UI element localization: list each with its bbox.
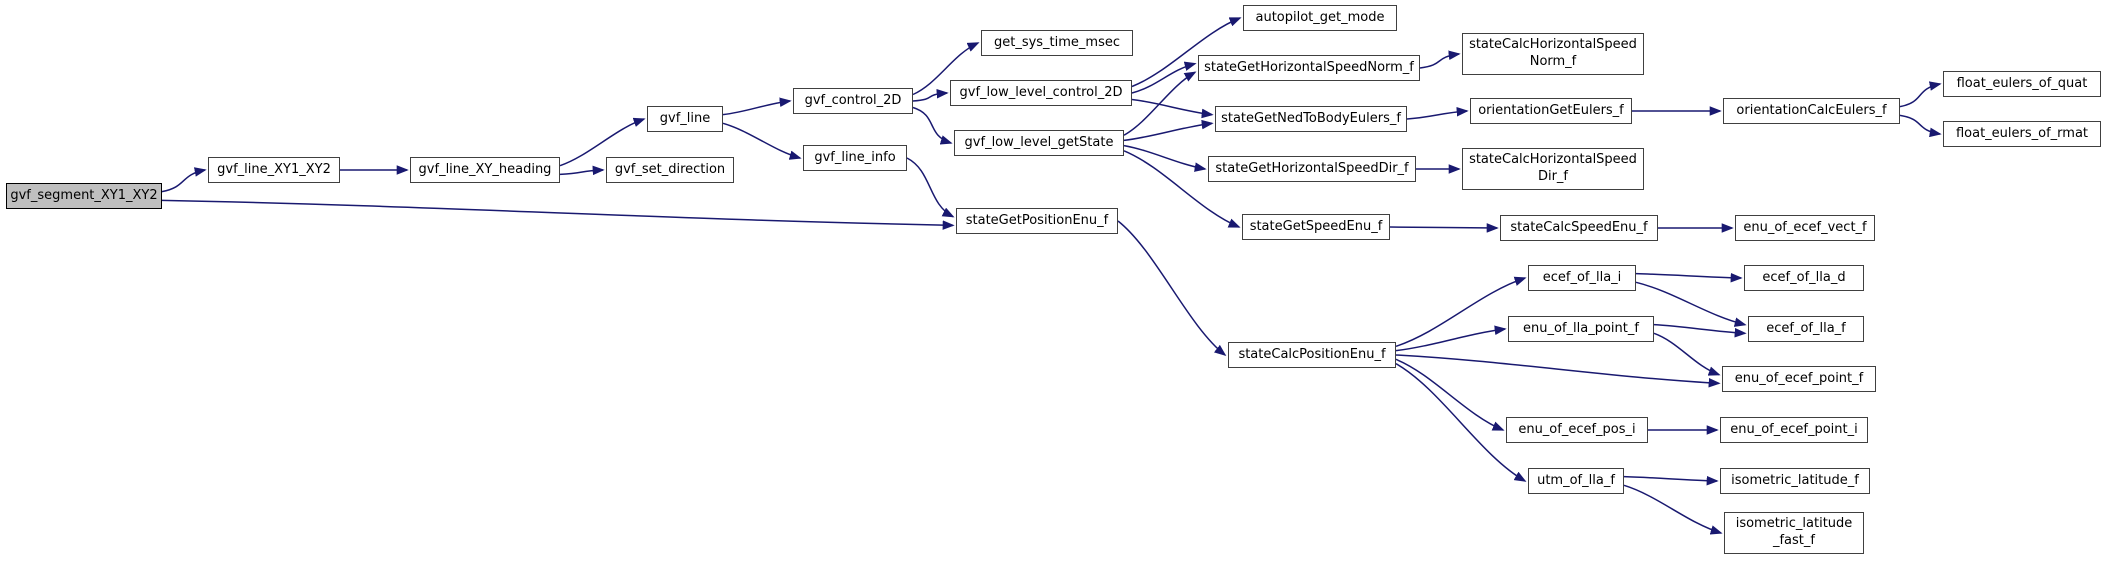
edge-gvf_low_level_getState-to-stateGetNedToBodyEulers_f <box>1123 119 1214 142</box>
node-gvf_line_XY_heading[interactable]: gvf_line_XY_heading <box>410 157 560 183</box>
node-enu_of_ecef_pos_i[interactable]: enu_of_ecef_pos_i <box>1506 417 1648 443</box>
edge-gvf_segment_XY1_XY2-to-stateGetPositionEnu_f <box>161 199 955 230</box>
node-autopilot_get_mode[interactable]: autopilot_get_mode <box>1243 5 1397 31</box>
node-gvf_low_level_control_2D[interactable]: gvf_low_level_control_2D <box>950 80 1132 106</box>
node-stateGetHorizontalSpeedDir_f[interactable]: stateGetHorizontalSpeedDir_f <box>1208 156 1416 182</box>
node-stateCalcSpeedEnu_f[interactable]: stateCalcSpeedEnu_f <box>1500 215 1658 241</box>
edge-utm_of_lla_f-to-isometric_latitude_f <box>1623 475 1719 486</box>
edge-orientationCalcEulers_f-to-float_eulers_of_quat <box>1899 81 1942 108</box>
node-stateCalcHorizontalSpeedDir_f[interactable]: stateCalcHorizontalSpeed Dir_f <box>1462 148 1644 190</box>
edge-gvf_line_XY_heading-to-gvf_set_direction <box>559 165 605 176</box>
node-get_sys_time_msec[interactable]: get_sys_time_msec <box>981 30 1133 56</box>
edge-gvf_low_level_control_2D-to-stateGetNedToBodyEulers_f <box>1131 98 1214 119</box>
edge-enu_of_lla_point_f-to-ecef_of_lla_f <box>1653 323 1747 338</box>
edge-gvf_line_XY_heading-to-gvf_line <box>559 117 646 167</box>
edge-orientationCalcEulers_f-to-float_eulers_of_rmat <box>1899 114 1942 138</box>
node-ecef_of_lla_i[interactable]: ecef_of_lla_i <box>1528 265 1636 291</box>
node-isometric_latitude_fast_f[interactable]: isometric_latitude _fast_f <box>1724 512 1864 554</box>
edge-gvf_low_level_getState-to-stateGetSpeedEnu_f <box>1123 150 1241 228</box>
edge-stateCalcPositionEnu_f-to-enu_of_ecef_pos_i <box>1395 358 1505 431</box>
edge-gvf_control_2D-to-gvf_low_level_getState <box>912 106 953 145</box>
node-float_eulers_of_rmat[interactable]: float_eulers_of_rmat <box>1943 121 2101 147</box>
edge-gvf_line-to-gvf_control_2D <box>722 97 792 116</box>
edge-stateGetNedToBodyEulers_f-to-orientationGetEulers_f <box>1406 106 1469 120</box>
edge-stateCalcPositionEnu_f-to-enu_of_lla_point_f <box>1395 325 1507 352</box>
edge-stateGetHorizontalSpeedNorm_f-to-stateCalcHorizontalSpeedNorm_f <box>1419 50 1461 69</box>
node-gvf_control_2D[interactable]: gvf_control_2D <box>793 88 913 114</box>
edge-stateGetSpeedEnu_f-to-stateCalcSpeedEnu_f <box>1389 223 1499 233</box>
node-isometric_latitude_f[interactable]: isometric_latitude_f <box>1720 468 1870 494</box>
edge-ecef_of_lla_i-to-ecef_of_lla_f <box>1635 281 1747 327</box>
edge-stateCalcPositionEnu_f-to-ecef_of_lla_i <box>1395 276 1527 348</box>
node-gvf_low_level_getState[interactable]: gvf_low_level_getState <box>954 130 1124 156</box>
node-gvf_set_direction[interactable]: gvf_set_direction <box>606 157 734 183</box>
edge-ecef_of_lla_i-to-ecef_of_lla_d <box>1635 272 1743 283</box>
node-stateGetSpeedEnu_f[interactable]: stateGetSpeedEnu_f <box>1242 214 1390 240</box>
node-stateGetHorizontalSpeedNorm_f[interactable]: stateGetHorizontalSpeedNorm_f <box>1198 55 1420 81</box>
node-gvf_line[interactable]: gvf_line <box>647 106 723 132</box>
node-stateGetPositionEnu_f[interactable]: stateGetPositionEnu_f <box>956 208 1118 234</box>
node-enu_of_ecef_vect_f[interactable]: enu_of_ecef_vect_f <box>1735 215 1875 241</box>
edge-gvf_low_level_getState-to-stateGetHorizontalSpeedDir_f <box>1123 144 1207 172</box>
edge-utm_of_lla_f-to-isometric_latitude_fast_f <box>1623 484 1723 535</box>
edge-gvf_line-to-gvf_line_info <box>722 122 802 160</box>
edge-gvf_segment_XY1_XY2-to-gvf_line_XY1_XY2 <box>161 167 207 193</box>
node-enu_of_ecef_point_f[interactable]: enu_of_ecef_point_f <box>1722 366 1876 392</box>
node-ecef_of_lla_f[interactable]: ecef_of_lla_f <box>1748 316 1864 342</box>
node-stateCalcPositionEnu_f[interactable]: stateCalcPositionEnu_f <box>1228 342 1396 368</box>
edge-gvf_line_info-to-stateGetPositionEnu_f <box>906 157 955 218</box>
edge-gvf_control_2D-to-get_sys_time_msec <box>912 42 980 96</box>
edge-stateCalcPositionEnu_f-to-enu_of_ecef_point_f <box>1395 354 1721 388</box>
node-utm_of_lla_f[interactable]: utm_of_lla_f <box>1528 468 1624 494</box>
edge-gvf_low_level_getState-to-stateGetHorizontalSpeedNorm_f <box>1123 71 1197 136</box>
edge-gvf_low_level_control_2D-to-autopilot_get_mode <box>1131 17 1242 88</box>
edge-gvf_control_2D-to-gvf_low_level_control_2D <box>912 88 949 102</box>
node-orientationGetEulers_f[interactable]: orientationGetEulers_f <box>1470 98 1632 124</box>
node-stateGetNedToBodyEulers_f[interactable]: stateGetNedToBodyEulers_f <box>1215 106 1407 132</box>
node-ecef_of_lla_d[interactable]: ecef_of_lla_d <box>1744 265 1864 291</box>
node-gvf_line_XY1_XY2[interactable]: gvf_line_XY1_XY2 <box>208 157 340 183</box>
node-gvf_segment_XY1_XY2[interactable]: gvf_segment_XY1_XY2 <box>6 183 162 209</box>
node-stateCalcHorizontalSpeedNorm_f[interactable]: stateCalcHorizontalSpeed Norm_f <box>1462 33 1644 75</box>
node-orientationCalcEulers_f[interactable]: orientationCalcEulers_f <box>1723 98 1900 124</box>
node-float_eulers_of_quat[interactable]: float_eulers_of_quat <box>1943 71 2101 97</box>
edge-enu_of_lla_point_f-to-enu_of_ecef_point_f <box>1653 332 1721 376</box>
edge-gvf_low_level_control_2D-to-stateGetHorizontalSpeedNorm_f <box>1131 61 1197 94</box>
node-enu_of_lla_point_f[interactable]: enu_of_lla_point_f <box>1508 316 1654 342</box>
edge-stateCalcPositionEnu_f-to-utm_of_lla_f <box>1395 363 1527 482</box>
node-gvf_line_info[interactable]: gvf_line_info <box>803 145 907 171</box>
edge-stateGetPositionEnu_f-to-stateCalcPositionEnu_f <box>1117 220 1227 357</box>
node-enu_of_ecef_point_i[interactable]: enu_of_ecef_point_i <box>1720 417 1868 443</box>
